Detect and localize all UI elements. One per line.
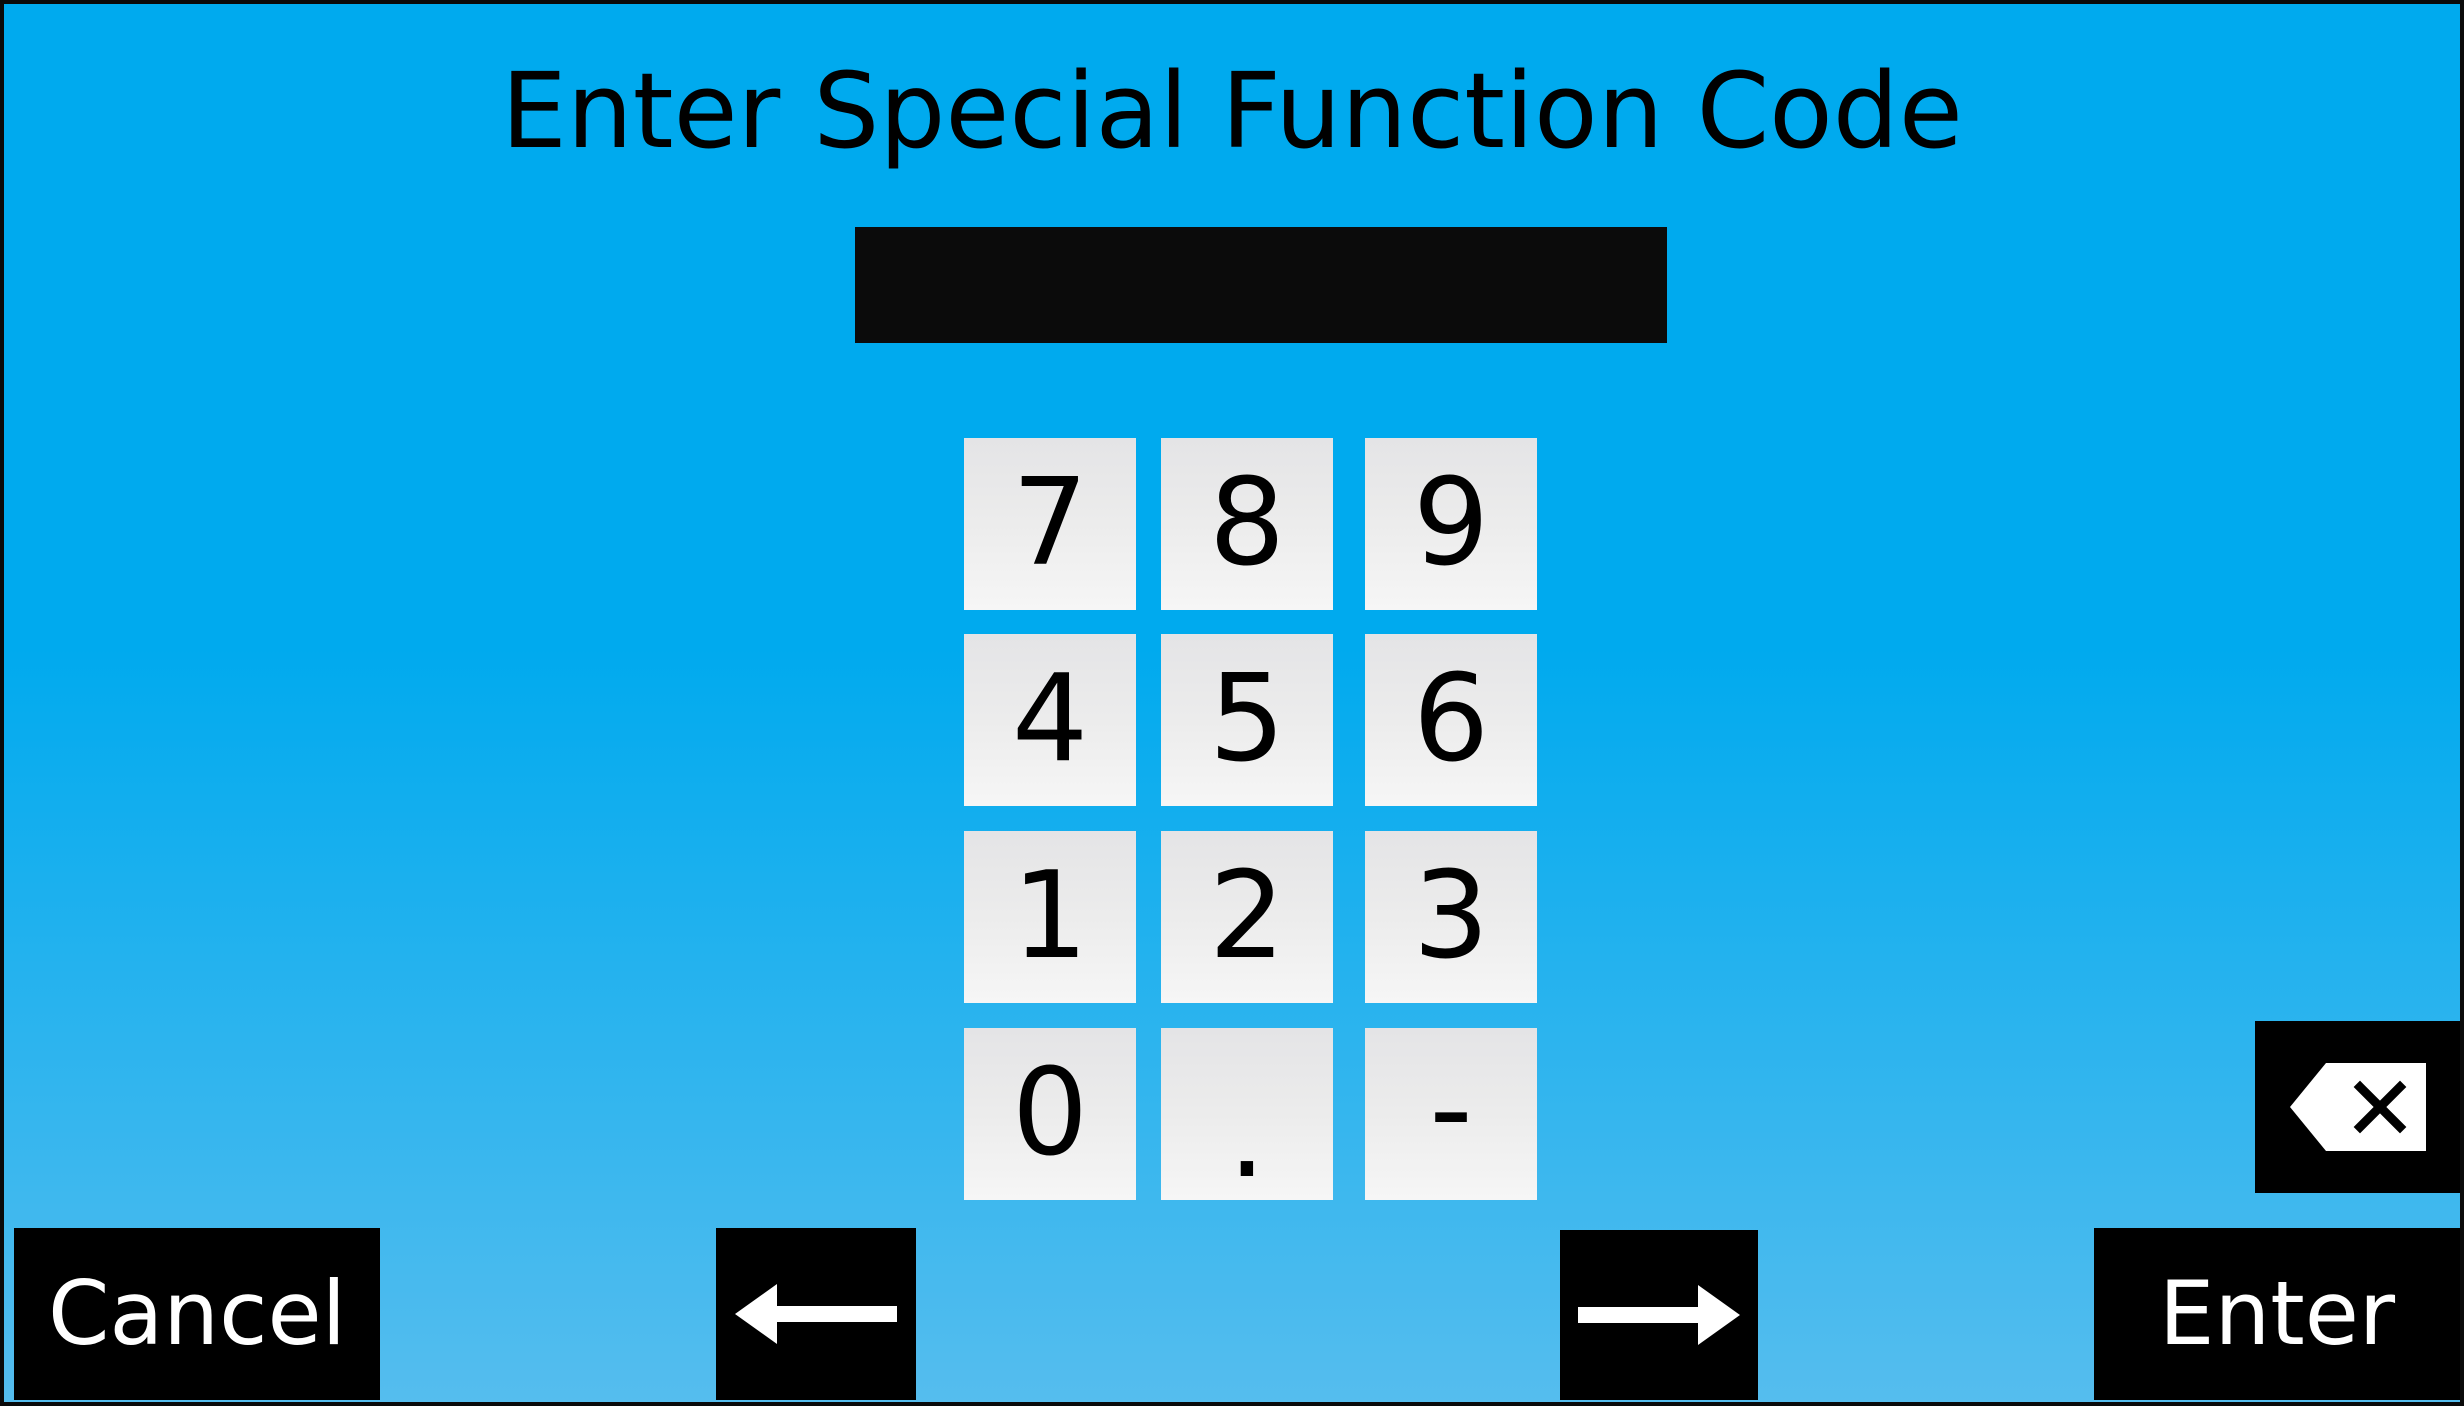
key-9[interactable]: 9 — [1365, 438, 1537, 610]
key-label: - — [1429, 1040, 1473, 1179]
key-4[interactable]: 4 — [964, 634, 1136, 806]
key-label: 0 — [1011, 1044, 1089, 1183]
arrow-right-icon — [1578, 1285, 1740, 1345]
key-label: 6 — [1412, 650, 1490, 789]
enter-button[interactable]: Enter — [2094, 1228, 2460, 1400]
key-label: 4 — [1011, 650, 1089, 789]
key-7[interactable]: 7 — [964, 438, 1136, 610]
cursor-left-button[interactable] — [716, 1228, 916, 1400]
key-0[interactable]: 0 — [964, 1028, 1136, 1200]
key-label: 3 — [1412, 847, 1490, 986]
enter-label: Enter — [2158, 1262, 2396, 1365]
key-8[interactable]: 8 — [1161, 438, 1333, 610]
key-1[interactable]: 1 — [964, 831, 1136, 1003]
key-label: . — [1227, 1066, 1267, 1205]
key-label: 7 — [1011, 454, 1089, 593]
key-label: 8 — [1208, 454, 1286, 593]
backspace-button[interactable] — [2255, 1021, 2460, 1193]
key-3[interactable]: 3 — [1365, 831, 1537, 1003]
key-2[interactable]: 2 — [1161, 831, 1333, 1003]
key-label: 5 — [1208, 650, 1286, 789]
cursor-right-button[interactable] — [1560, 1230, 1758, 1400]
cancel-button[interactable]: Cancel — [14, 1228, 380, 1400]
arrow-left-icon — [735, 1284, 897, 1344]
key-label: 2 — [1208, 847, 1286, 986]
page-title: Enter Special Function Code — [501, 50, 1963, 172]
key-5[interactable]: 5 — [1161, 634, 1333, 806]
key-label: 1 — [1011, 847, 1089, 986]
key-minus[interactable]: - — [1365, 1028, 1537, 1200]
key-decimal-point[interactable]: . — [1161, 1028, 1333, 1200]
key-6[interactable]: 6 — [1365, 634, 1537, 806]
cancel-label: Cancel — [47, 1262, 347, 1365]
code-entry-field[interactable] — [855, 227, 1667, 343]
backspace-icon — [2289, 1063, 2426, 1151]
key-label: 9 — [1412, 454, 1490, 593]
